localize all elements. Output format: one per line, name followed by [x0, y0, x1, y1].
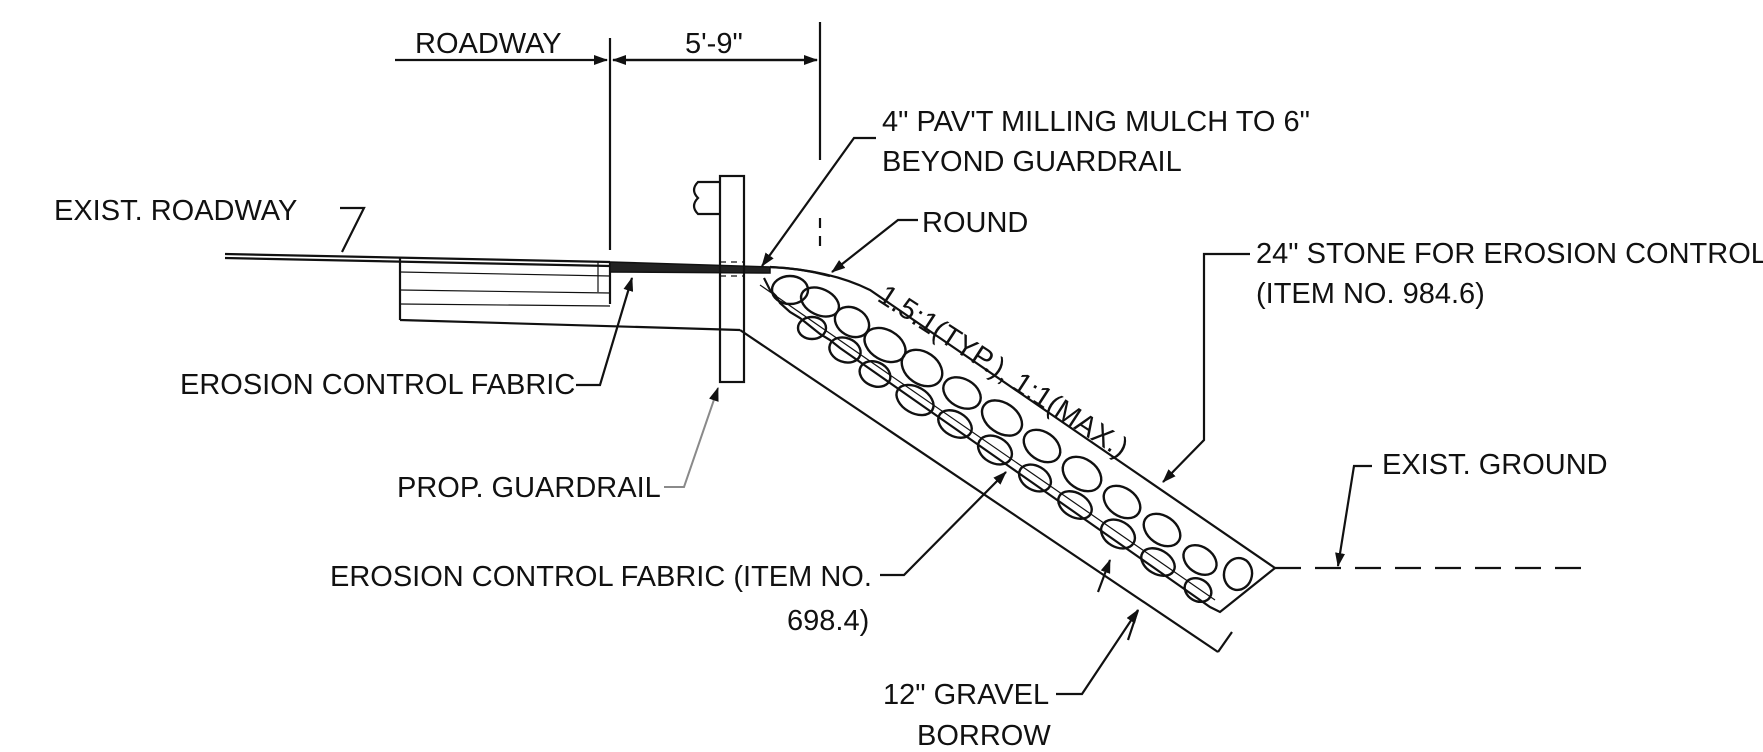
dimension-lines	[395, 22, 822, 252]
mulch-label-line2: BEYOND GUARDRAIL	[882, 146, 1182, 178]
roadway-label: ROADWAY	[415, 28, 562, 60]
gravel-label-line1: 12" GRAVEL	[883, 679, 1049, 711]
stone-label-line2: (ITEM NO. 984.6)	[1256, 278, 1485, 310]
guardrail-post	[692, 174, 746, 384]
fabric-item-label-line1: EROSION CONTROL FABRIC (ITEM NO.	[330, 561, 872, 593]
exist-ground-label: EXIST. GROUND	[1382, 449, 1608, 481]
fabric-item-label-line2: 698.4)	[787, 605, 869, 637]
stone-label-line1: 24" STONE FOR EROSION CONTROL	[1256, 238, 1763, 270]
exist-roadway-label: EXIST. ROADWAY	[54, 195, 297, 227]
gravel-label-line2: BORROW	[917, 720, 1051, 752]
riprap-stones	[770, 274, 1254, 604]
round-label: ROUND	[922, 207, 1028, 239]
mulch-label-line1: 4" PAV'T MILLING MULCH TO 6"	[882, 106, 1310, 138]
slope-label: 1.5:1(TYP.), 1:1(MAX.)	[872, 279, 1134, 464]
erosion-fabric-label: EROSION CONTROL FABRIC	[180, 369, 575, 401]
slope-section	[739, 265, 1276, 653]
leader-lines	[340, 136, 1372, 696]
guardrail-label: PROP. GUARDRAIL	[397, 472, 661, 504]
dimension-label: 5'-9"	[685, 28, 743, 60]
